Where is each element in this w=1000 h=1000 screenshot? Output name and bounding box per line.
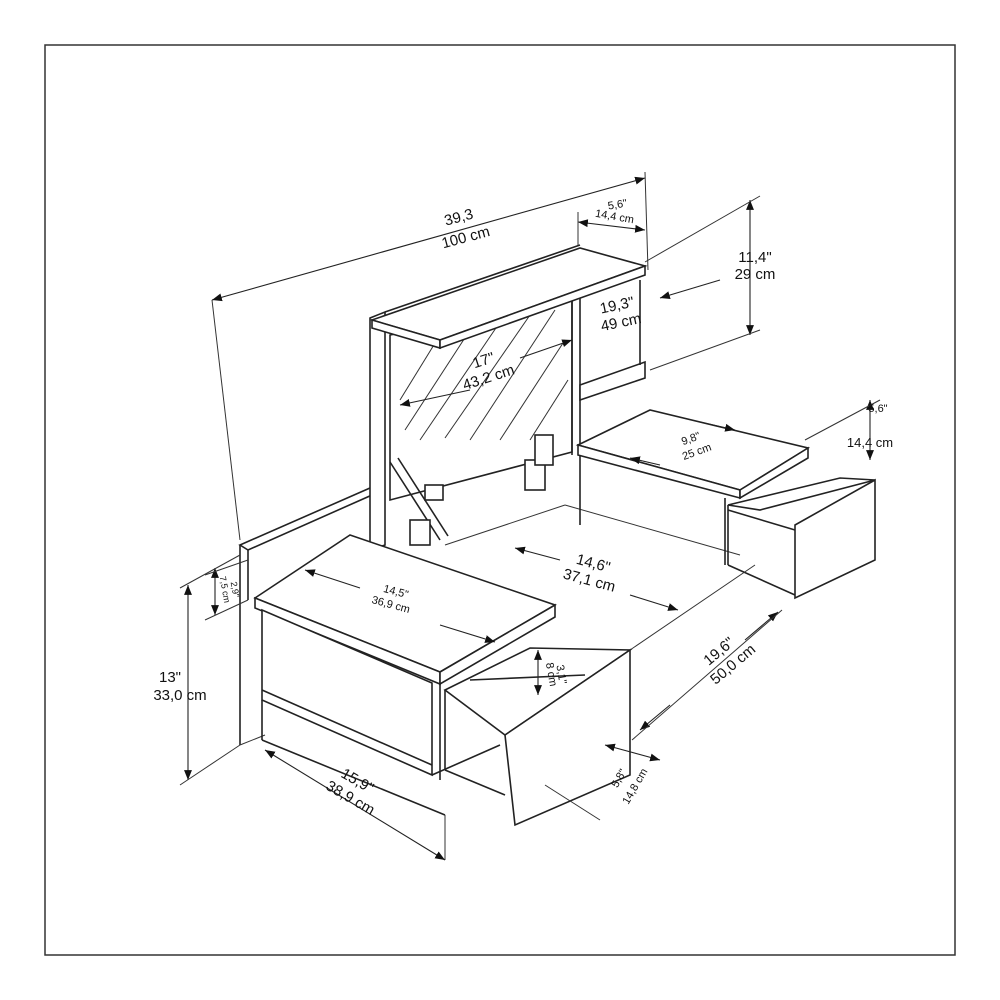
base-line	[564, 504, 741, 556]
label-mirror-width-in: 17"	[471, 349, 497, 372]
label-total-width-in: 39,3	[443, 206, 476, 230]
label-shelf-depth-in: 5,6"	[607, 197, 628, 212]
label-drawer-gap-cm: 8 cm	[543, 662, 559, 688]
label-shelf-depth-cm: 14,4 cm	[594, 208, 635, 227]
side-rail	[238, 486, 373, 746]
label-drawer-gap-in: 3,1"	[553, 664, 568, 685]
label-shelf-height-in: 11,4"	[738, 249, 771, 266]
lift-mechanism	[389, 434, 554, 546]
label-total-height-in: 13"	[159, 669, 181, 686]
frame-border	[44, 44, 956, 956]
dimension-lines	[179, 171, 881, 861]
label-shelf-height-cm: 29 cm	[735, 266, 776, 283]
mirror-hatching	[399, 309, 569, 441]
label-total-height-cm: 33,0 cm	[153, 687, 206, 704]
label-right-drawer-height-cm: 14,4 cm	[847, 435, 893, 450]
label-top-thickness-cm: 7,5 cm	[218, 575, 233, 603]
headboard	[369, 244, 646, 552]
label-right-drawer-height-in: 5,6"	[868, 403, 887, 415]
label-top-thickness-in: 2,9"	[229, 581, 242, 598]
right-bench	[575, 409, 811, 565]
base-line	[444, 504, 566, 546]
label-upper-width-in: 19,3"	[598, 294, 635, 318]
right-drawer	[727, 477, 876, 600]
